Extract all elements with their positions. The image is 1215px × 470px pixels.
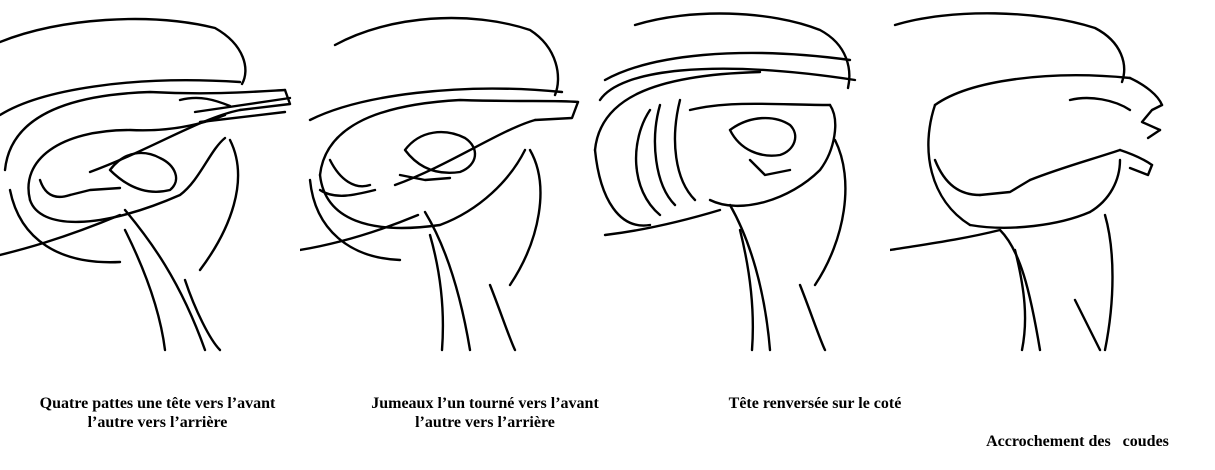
illustration-tete-renversee <box>590 0 890 360</box>
caption-line: Jumeaux l’un tourné vers l’avant <box>330 394 640 413</box>
caption-tete-renversee: Tête renversée sur le coté <box>700 394 930 413</box>
caption-line: l’autre vers l’arrière <box>0 413 315 432</box>
caption-accrochement-coudes: Accrochement des coudes <box>940 394 1215 470</box>
dystocia-drawing-twins <box>300 0 590 360</box>
caption-jumeaux: Jumeaux l’un tourné vers l’avant l’autre… <box>330 394 640 432</box>
dystocia-drawing-elbow-lock <box>890 0 1215 360</box>
caption-line: Accrochement des coudes <box>940 432 1215 451</box>
caption-line: l’autre vers l’arrière <box>330 413 640 432</box>
illustration-accrochement-coudes <box>890 0 1215 360</box>
dystocia-drawing-four-legs <box>0 0 300 360</box>
illustration-jumeaux <box>300 0 590 360</box>
illustration-quatre-pattes <box>0 0 300 360</box>
caption-line: Quatre pattes une tête vers l’avant <box>0 394 315 413</box>
caption-quatre-pattes: Quatre pattes une tête vers l’avant l’au… <box>0 394 315 432</box>
caption-line: Tête renversée sur le coté <box>700 394 930 413</box>
dystocia-drawing-head-turned <box>590 0 890 360</box>
